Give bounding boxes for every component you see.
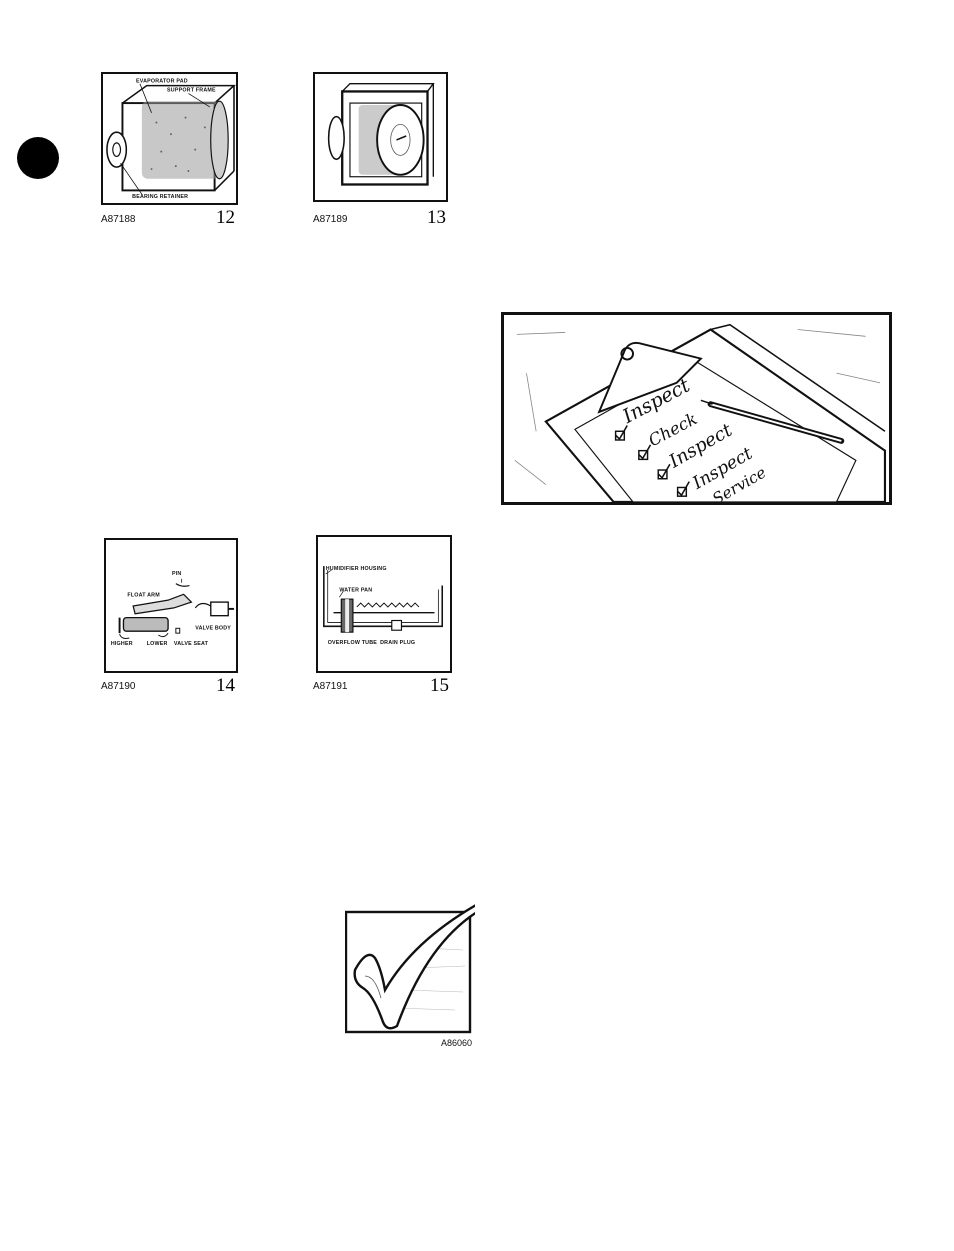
checkmark-code: A86060 — [441, 1038, 472, 1048]
figure-12-code: A87188 — [101, 214, 135, 225]
figure-15-drawing: HUMIDIFIER HOUSING WATER PAN OVERFLOW TU… — [318, 537, 450, 671]
checklist-clipboard-illustration: Inspect Check Inspect Inspect Service — [501, 312, 892, 505]
figure-12-humidifier-pad: EVAPORATOR PAD SUPPORT FRAME BEARING RET… — [101, 72, 238, 205]
figure-14-label-valve-seat: VALVE SEAT — [174, 641, 209, 647]
figure-14-label-lower: LOWER — [147, 641, 168, 647]
figure-14-code: A87190 — [101, 681, 135, 692]
figure-15-water-pan: HUMIDIFIER HOUSING WATER PAN OVERFLOW TU… — [316, 535, 452, 673]
page-marker-dot — [17, 137, 59, 179]
figure-14-drawing: PIN FLOAT ARM VALVE BODY HIGHER LOWER VA… — [106, 540, 236, 671]
figure-14-label-float-arm: FLOAT ARM — [127, 592, 160, 598]
figure-13-number: 13 — [427, 207, 446, 229]
figure-14-float-valve: PIN FLOAT ARM VALVE BODY HIGHER LOWER VA… — [104, 538, 238, 673]
figure-15-code: A87191 — [313, 681, 347, 692]
checkmark-drawing — [345, 898, 475, 1034]
figure-15-number: 15 — [430, 675, 449, 697]
figure-13-drawing — [315, 74, 446, 200]
checkmark-illustration — [345, 898, 475, 1034]
figure-14-label-pin: PIN — [172, 571, 181, 577]
figure-12-drawing: EVAPORATOR PAD SUPPORT FRAME BEARING RET… — [103, 74, 236, 203]
figure-14-number: 14 — [216, 675, 235, 697]
figure-15-label-water-pan: WATER PAN — [339, 587, 372, 593]
figure-15-label-overflow-tube: OVERFLOW TUBE — [328, 640, 378, 646]
figure-15-label-humidifier-housing: HUMIDIFIER HOUSING — [326, 566, 387, 572]
figure-15-label-drain-plug: DRAIN PLUG — [380, 640, 415, 646]
figure-14-label-valve-body: VALVE BODY — [195, 625, 231, 631]
figure-14-label-higher: HIGHER — [111, 641, 133, 647]
figure-12-number: 12 — [216, 207, 235, 229]
figure-12-label-support-frame: SUPPORT FRAME — [167, 87, 216, 93]
figure-13-pad-removal — [313, 72, 448, 202]
figure-13-code: A87189 — [313, 214, 347, 225]
figure-12-label-bearing-retainer: BEARING RETAINER — [132, 194, 188, 200]
clipboard-drawing: Inspect Check Inspect Inspect Service — [504, 315, 889, 502]
figure-12-label-evaporator-pad: EVAPORATOR PAD — [136, 79, 188, 85]
